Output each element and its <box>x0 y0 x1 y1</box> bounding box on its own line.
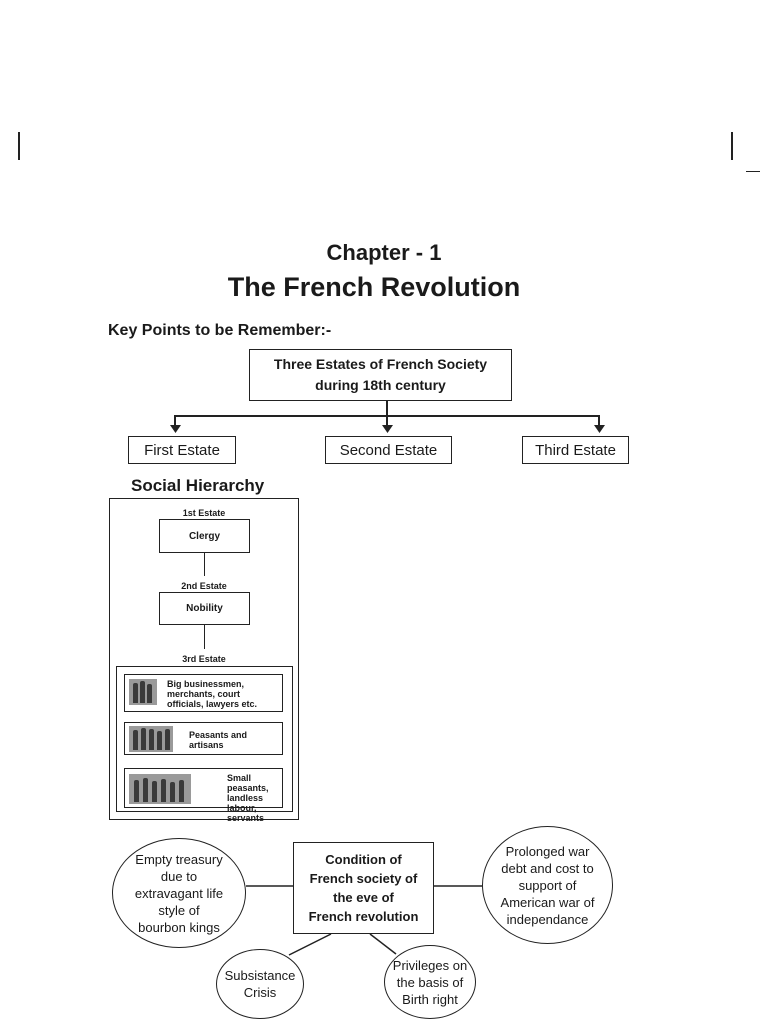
left-line-2: due to <box>160 868 198 884</box>
privileges-bubble: Privileges on the basis of Birth right <box>384 945 476 1019</box>
center-line-2: French society of <box>309 871 418 886</box>
right-line-2: debt and cost to <box>501 860 594 876</box>
tree-arrowheads <box>170 425 605 433</box>
right-line-3: support of <box>518 877 577 893</box>
arrowhead-left-icon <box>170 425 181 433</box>
second-estate-box: Second Estate <box>325 436 452 464</box>
third-estate-label: 3rd Estate <box>182 654 226 664</box>
third-estate-frame <box>116 666 293 812</box>
subsistance-crisis-bubble: Subsistance Crisis <box>216 949 304 1019</box>
crop-mark-right <box>731 132 733 160</box>
conditions-connectors <box>246 885 482 956</box>
peasants-image <box>129 726 173 752</box>
hierarchy-frame <box>109 498 299 820</box>
arrowhead-right-icon <box>594 425 605 433</box>
group-3-line-1: Small peasants, <box>227 773 269 793</box>
clergy-connector <box>204 553 205 576</box>
small-peasants-image <box>129 774 191 804</box>
war-debt-bubble: Prolonged war debt and cost to support o… <box>482 826 613 944</box>
left-line-3: extravagant life <box>134 885 224 901</box>
key-points-heading: Key Points to be Remember:- <box>108 322 332 339</box>
nobility-connector <box>204 625 205 649</box>
group-1-line-2: merchants, court <box>167 689 241 699</box>
tree-drop-left <box>174 415 176 429</box>
right-line-5: independance <box>506 911 589 927</box>
condition-center-box: Condition of French society of the eve o… <box>293 842 434 934</box>
right-line-1: Prolonged war <box>505 843 590 859</box>
center-line-1: Condition of <box>325 852 402 867</box>
connector-bottom-right <box>369 933 397 955</box>
second-estate-label: 2nd Estate <box>181 581 227 591</box>
estates-root-line-2: during 18th century <box>315 377 446 393</box>
third-estate-group-3: Small peasants, landless labour, servant… <box>124 768 283 823</box>
left-line-1: Empty treasury <box>135 851 223 867</box>
right-line-4: American war of <box>500 894 595 910</box>
crop-mark-left <box>18 132 20 160</box>
center-line-4: French revolution <box>308 909 419 924</box>
arrowhead-mid-icon <box>382 425 393 433</box>
first-estate-label: 1st Estate <box>182 508 226 518</box>
bottom-right-line-2: the basis of <box>396 974 464 990</box>
crop-mark-right-foot <box>746 171 760 172</box>
connector-bottom-left <box>288 933 332 956</box>
first-estate-box: First Estate <box>128 436 236 464</box>
bottom-right-line-1: Privileges on <box>392 957 468 973</box>
group-1-line-3: officials, lawyers etc. <box>167 699 258 709</box>
estates-root-line-1: Three Estates of French Society <box>273 356 488 372</box>
chapter-heading: Chapter - 1 <box>326 240 442 265</box>
clergy-box: Clergy <box>159 519 250 553</box>
tree-drop-right <box>598 415 600 429</box>
social-hierarchy-heading: Social Hierarchy <box>131 476 265 495</box>
empty-treasury-bubble: Empty treasury due to extravagant life s… <box>112 838 246 948</box>
group-1-text: Big businessmen, merchants, court offici… <box>167 679 257 709</box>
third-estate-group-2: Peasants and artisans <box>124 722 283 755</box>
nobility-box: Nobility <box>159 592 250 625</box>
businessmen-image <box>129 679 157 705</box>
group-3-line-3: servants <box>227 813 265 823</box>
bottom-left-line-2: Crisis <box>243 985 277 1000</box>
center-line-3: the eve of <box>333 890 394 905</box>
third-estate-box: Third Estate <box>522 436 629 464</box>
group-3-text: Small peasants, landless labour, servant… <box>227 773 282 823</box>
third-estate-group-1: Big businessmen, merchants, court offici… <box>124 674 283 712</box>
page-title: The French Revolution <box>227 272 521 302</box>
group-2-text: Peasants and artisans <box>189 730 247 750</box>
estates-root-box: Three Estates of French Society during 1… <box>249 349 512 401</box>
left-line-5: bourbon kings <box>138 919 220 935</box>
group-3-line-2: landless labour, <box>227 793 264 813</box>
bottom-left-line-1: Subsistance <box>224 968 296 983</box>
group-2-line-2: artisans <box>189 740 224 750</box>
tree-drop-mid <box>386 415 388 429</box>
group-1-line-1: Big businessmen, <box>167 679 245 689</box>
left-line-4: style of <box>158 902 200 918</box>
bottom-right-line-3: Birth right <box>402 991 458 1007</box>
tree-stem <box>386 401 388 416</box>
group-2-line-1: Peasants and <box>189 730 248 740</box>
